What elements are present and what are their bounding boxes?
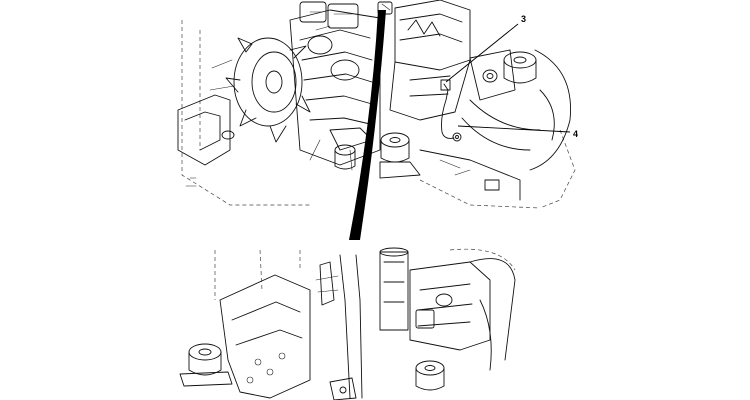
engine-mounts	[334, 132, 421, 179]
callout-3: 3	[521, 14, 526, 24]
leader-3	[445, 23, 519, 83]
leader-4	[457, 125, 571, 133]
upper-engine-view: 3 4	[177, 0, 578, 209]
callout-4: 4	[573, 129, 578, 139]
right-components	[377, 0, 571, 201]
fan	[209, 37, 311, 143]
detail-pointer-wedge	[349, 10, 386, 240]
lower-machine-view	[179, 247, 516, 400]
ground-cable	[440, 79, 462, 142]
engine-block	[289, 1, 381, 171]
